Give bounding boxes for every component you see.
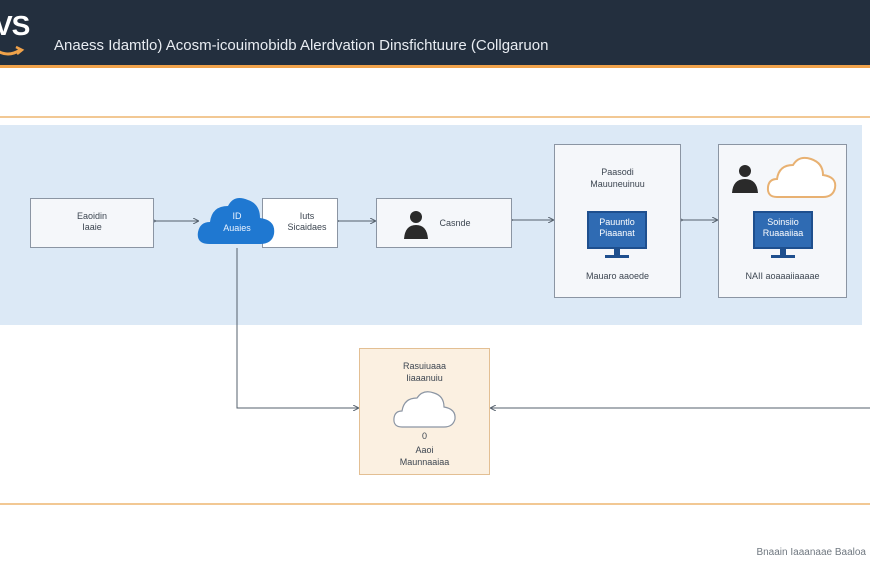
cloud-node-label-2: Auaies [223,223,251,233]
panel-a-title-2: Mauuneuinuu [590,179,645,189]
bottom-divider [0,503,870,505]
panel-a-title-1: Paasodi [601,167,634,177]
cloud-side-box: Iuts Sicaidaes [262,198,338,248]
user-box-label: Casnde [439,218,471,228]
logo-text: VS [0,10,30,41]
source-box-label-1: Eaoidin [76,211,108,221]
panel-a: Paasodi Mauuneuinuu Pauuntlo Piaaanat Ma… [554,144,681,298]
cloud-node-label-1: ID [232,211,242,221]
cloud-side-label-1: Iuts [299,211,315,221]
bottom-service-box: Rasuiuaaa Iiaaanuiu 0 Aaoi Maunnaaiaa [359,348,490,475]
user-icon [404,211,428,239]
cloud-side-label-2: Sicaidaes [287,222,327,232]
source-box: Eaoidin Iaaie [30,198,154,248]
bottom-box-digit: 0 [421,431,427,441]
header-bar: VS Anaess Idamtlo) Acosm-icouimobidb Ale… [0,0,870,68]
cloud-icon [766,156,837,198]
panel-b-screen-1: Soinsiio [767,217,799,227]
top-divider [0,116,870,118]
panel-a-caption: Mauaro aaoede [585,271,650,281]
panel-b: Soinsiio Ruaaaiiaa NAII aoaaaiiaaaae [718,144,847,298]
panel-a-screen-1: Pauuntlo [599,217,635,227]
user-box: Casnde [376,198,512,248]
bottom-box-title-1: Rasuiuaaa [402,361,447,371]
bottom-box-title-2: Iiaaanuiu [406,373,443,383]
logo-smile-icon [0,45,25,56]
panel-b-caption: NAII aoaaaiiaaaae [745,271,820,281]
panel-a-screen-2: Piaaanat [599,228,635,238]
identity-cloud-icon [197,198,275,244]
monitor-icon: Soinsiio Ruaaaiiaa [753,211,813,261]
cloud-icon [393,391,456,428]
bottom-box-label-2: Maunnaaiaa [399,457,450,467]
page-title: Anaess Idamtlo) Acosm-icouimobidb Alerdv… [54,37,549,54]
footer-note: Bnaain Iaaanaae Baaloa [756,547,866,558]
bottom-box-label-1: Aaoi [415,445,434,455]
source-box-label-2: Iaaie [82,222,102,232]
monitor-icon: Pauuntlo Piaaanat [587,211,647,261]
user-icon [732,165,758,193]
panel-b-screen-2: Ruaaaiiaa [762,228,804,238]
aws-logo: VS [0,10,30,56]
